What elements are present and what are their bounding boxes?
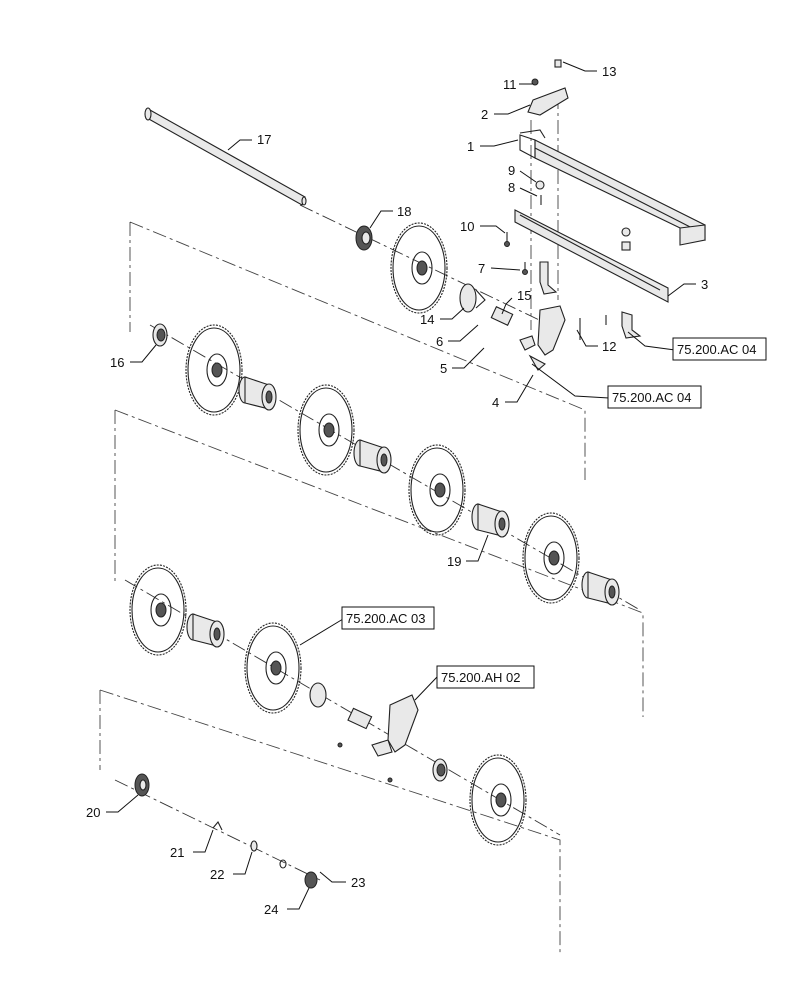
callout-19: 19 <box>447 554 461 569</box>
leader-21 <box>193 829 214 853</box>
leader-ref-ac04-a <box>627 331 676 351</box>
callout-23: 23 <box>351 875 365 890</box>
leader-ref-ac04-b <box>531 363 610 399</box>
callout-2: 2 <box>481 107 488 122</box>
leader-13 <box>562 61 597 72</box>
callout-6: 6 <box>436 334 443 349</box>
hanger-left-part <box>539 261 558 295</box>
hanger-bracket-part <box>537 305 566 356</box>
leader-16 <box>130 344 157 363</box>
ref-label-ac03: 75.200.AC 03 <box>346 611 426 626</box>
disc-row1 <box>152 323 620 606</box>
ref-box-ac04-a[interactable]: 75.200.AC 04 <box>672 337 767 361</box>
callout-3: 3 <box>701 277 708 292</box>
leader-10 <box>480 225 506 234</box>
leader-ref-ah02 <box>414 676 438 701</box>
leader-17 <box>227 139 252 151</box>
callout-11: 11 <box>503 77 517 92</box>
frame-lower <box>99 689 561 955</box>
callout-4: 4 <box>492 395 499 410</box>
callout-16: 16 <box>110 355 124 370</box>
ref-box-ac03[interactable]: 75.200.AC 03 <box>341 606 435 630</box>
callout-14: 14 <box>420 312 434 327</box>
small-hardware <box>504 59 631 371</box>
callout-7: 7 <box>478 261 485 276</box>
leader-6 <box>448 324 479 342</box>
leader-18 <box>369 210 393 229</box>
hardware-row3 <box>134 773 318 889</box>
callout-9: 9 <box>508 163 515 178</box>
leader-9 <box>519 170 537 183</box>
leader-24 <box>287 887 310 910</box>
leader-7 <box>490 267 521 271</box>
leader-5 <box>452 347 485 369</box>
callout-1: 1 <box>467 139 474 154</box>
callout-5: 5 <box>440 361 447 376</box>
leader-2 <box>494 104 531 115</box>
leader-8 <box>519 187 538 197</box>
lower-bar-part <box>514 209 669 303</box>
axis-row3 <box>114 779 321 881</box>
callout-24: 24 <box>264 902 278 917</box>
callout-15: 15 <box>517 288 531 303</box>
callout-8: 8 <box>508 180 515 195</box>
callout-12: 12 <box>602 339 616 354</box>
callout-13: 13 <box>602 64 616 79</box>
ref-box-ac04-b[interactable]: 75.200.AC 04 <box>607 385 702 409</box>
callout-10: 10 <box>460 219 474 234</box>
leader-15 <box>501 297 513 315</box>
callout-22: 22 <box>210 867 224 882</box>
mount-frame-part <box>519 129 706 246</box>
leader-3 <box>667 283 696 297</box>
leader-4 <box>505 374 534 403</box>
axis-row1 <box>149 324 641 611</box>
leader-19 <box>466 534 489 562</box>
frame-middle <box>114 409 644 717</box>
leader-23 <box>319 871 346 883</box>
ref-box-ah02[interactable]: 75.200.AH 02 <box>436 665 535 689</box>
shaft-part <box>144 107 307 206</box>
callout-20: 20 <box>86 805 100 820</box>
leader-ref-ac03 <box>299 618 344 646</box>
disc-row2 <box>129 564 527 846</box>
leader-20 <box>106 794 139 813</box>
callout-18: 18 <box>397 204 411 219</box>
hanger-right-part <box>621 311 642 339</box>
callout-21: 21 <box>170 845 184 860</box>
ref-label-ah02: 75.200.AH 02 <box>441 670 521 685</box>
leader-14 <box>440 307 465 320</box>
callout-17: 17 <box>257 132 271 147</box>
leader-12 <box>576 329 598 347</box>
ref-label-ac04-b: 75.200.AC 04 <box>612 390 692 405</box>
bracket-part <box>527 87 569 116</box>
frame-upper <box>129 221 586 480</box>
leader-1 <box>480 139 519 147</box>
leader-22 <box>233 851 253 875</box>
disc-18-region <box>355 222 514 326</box>
ref-label-ac04-a: 75.200.AC 04 <box>677 342 757 357</box>
axis-upper <box>299 204 561 331</box>
